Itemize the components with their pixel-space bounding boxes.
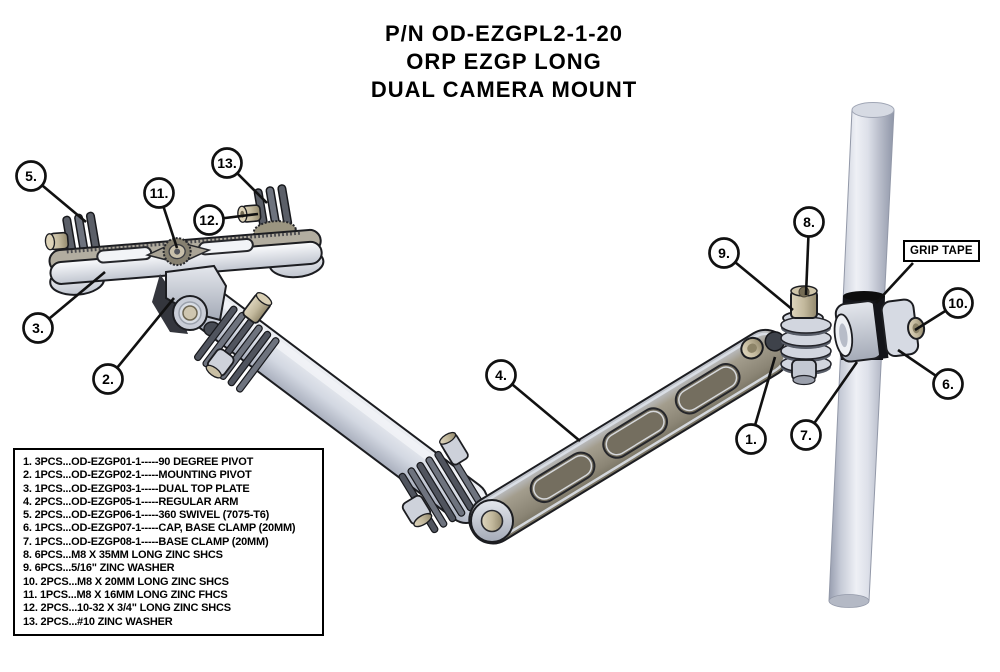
- callout-balloon: [92, 363, 124, 395]
- callout-number: 3.: [32, 320, 44, 336]
- swivel-bolt-bottom: [791, 359, 817, 386]
- parts-list-item: 2. 1PCS...OD-EZGP02-1-----MOUNTING PIVOT: [23, 469, 252, 482]
- callout-number: 2.: [102, 371, 114, 387]
- callout-number: 4.: [495, 367, 507, 383]
- callout-balloon: [735, 423, 767, 455]
- parts-list-item: 13. 2PCS...#10 ZINC WASHER: [23, 615, 173, 628]
- parts-list-item: 11. 1PCS...M8 X 16MM LONG ZINC FHCS: [23, 588, 228, 601]
- callout-balloon: [193, 204, 225, 236]
- callout-number: 10.: [948, 295, 967, 311]
- parts-list-item: 5. 2PCS...OD-EZGP06-1-----360 SWIVEL (70…: [23, 509, 270, 522]
- callout-4: 4.: [485, 359, 581, 442]
- regular-arm-upper: [468, 328, 790, 545]
- callout-number: 1.: [745, 431, 757, 447]
- grip-tape-leader-line: [875, 262, 914, 304]
- callout-balloon: [143, 177, 175, 209]
- callout-balloon: [15, 160, 47, 192]
- parts-list-item: 9. 6PCS...5/16" ZINC WASHER: [23, 562, 175, 575]
- callout-number: 13.: [217, 155, 236, 171]
- title-part-number: P/N OD-EZGPL2-1-20: [384, 21, 624, 46]
- callout-balloon: [485, 359, 517, 391]
- callout-2: 2.: [92, 297, 176, 395]
- pivot-fins-elbow: [398, 445, 484, 534]
- callout-balloon: [708, 237, 740, 269]
- pivot-fins-upper: [193, 305, 280, 393]
- swivel-stack: [780, 285, 832, 386]
- callout-12: 12.: [193, 204, 259, 236]
- parts-list-item: 8. 6PCS...M8 X 35MM LONG ZINC SHCS: [23, 549, 223, 562]
- pivot-sleeve-upper: [205, 348, 235, 379]
- callout-balloon: [22, 312, 54, 344]
- parts-list: 1. 3PCS...OD-EZGP01-1-----90 DEGREE PIVO…: [13, 448, 324, 636]
- elbow-bolt-top: [439, 431, 469, 466]
- callout-13: 13.: [211, 147, 268, 204]
- callout-number: 12.: [199, 212, 218, 228]
- callout-5: 5.: [15, 160, 87, 223]
- parts-list-item: 4. 2PCS...OD-EZGP05-1-----REGULAR ARM: [23, 495, 239, 508]
- parts-list-item: 12. 2PCS...10-32 X 3/4" LONG ZINC SHCS: [23, 602, 231, 615]
- parts-list-item: 6. 1PCS...OD-EZGP07-1-----CAP, BASE CLAM…: [23, 522, 296, 535]
- parts-list-item: 7. 1PCS...OD-EZGP08-1-----BASE CLAMP (20…: [23, 535, 269, 548]
- dual-top-plate: [44, 184, 325, 296]
- mount-bolt-left: [44, 231, 70, 251]
- callout-balloon: [932, 368, 964, 400]
- callout-leader-line: [106, 297, 176, 380]
- mounting-pivot: [152, 264, 228, 334]
- callout-balloon: [793, 206, 825, 238]
- callout-11: 11.: [143, 177, 179, 249]
- callout-8: 8.: [793, 206, 825, 296]
- callout-leader-line: [500, 374, 581, 442]
- pivot-bolt-upper: [242, 292, 273, 324]
- callout-number: 6.: [942, 376, 954, 392]
- parts-list-item: 1. 3PCS...OD-EZGP01-1-----90 DEGREE PIVO…: [23, 456, 254, 468]
- title-product-line: ORP EZGP LONG: [406, 49, 602, 74]
- parts-list-item: 3. 1PCS...OD-EZGP03-1-----DUAL TOP PLATE: [23, 482, 250, 495]
- callout-6: 6.: [897, 348, 964, 400]
- callout-balloon: [211, 147, 243, 179]
- parts-list-item: 10. 2PCS...M8 X 20MM LONG ZINC SHCS: [23, 575, 229, 588]
- callout-7: 7.: [790, 361, 859, 451]
- drawing-title: P/N OD-EZGPL2-1-20 ORP EZGP LONG DUAL CA…: [0, 20, 1000, 104]
- callout-3: 3.: [22, 271, 106, 344]
- elbow-bolt-bottom: [401, 494, 433, 528]
- callouts-layer: 1. 2. 3. 4. 5. 6. 7. 8. 9. 10. 11. 12. 13.: [15, 147, 974, 455]
- arm-slots: [529, 363, 741, 504]
- callout-9: 9.: [708, 237, 794, 312]
- grip-tape-label: GRIP TAPE: [903, 240, 980, 262]
- title-product-type: DUAL CAMERA MOUNT: [370, 77, 638, 102]
- callout-1: 1.: [735, 356, 777, 455]
- callout-10: 10.: [914, 287, 974, 332]
- swivel-bolt-top: [790, 285, 818, 319]
- callout-number: 5.: [25, 168, 37, 184]
- callout-balloon: [790, 419, 822, 451]
- callout-balloon: [942, 287, 974, 319]
- callout-number: 9.: [718, 245, 730, 261]
- callout-number: 7.: [800, 427, 812, 443]
- elbow-pivot-disc: [470, 499, 514, 543]
- callout-number: 8.: [803, 214, 815, 230]
- callout-number: 11.: [150, 185, 169, 201]
- base-clamp: [833, 298, 926, 363]
